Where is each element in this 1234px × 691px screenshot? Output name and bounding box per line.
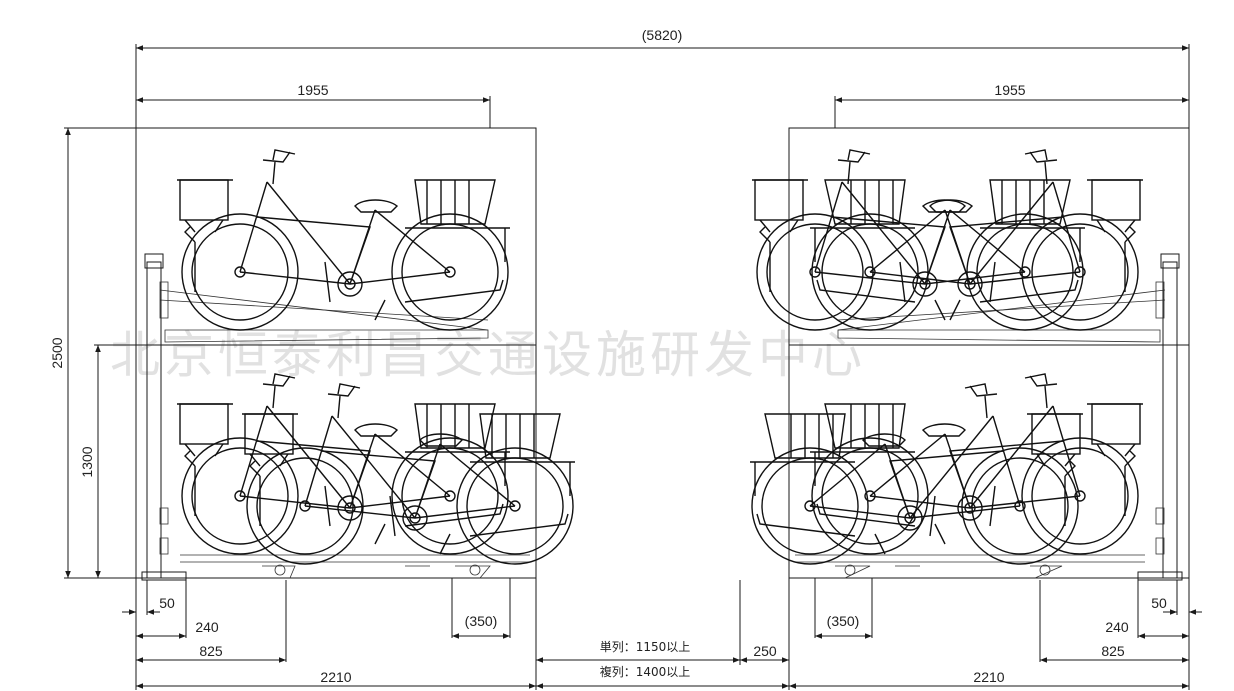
top-left-span-label: 1955: [297, 82, 328, 98]
right-rack: [788, 127, 1190, 581]
single-row-note: 単列：1150以上: [600, 640, 691, 654]
overall-width-label: (5820): [642, 27, 682, 43]
left-lower-bike-back: [176, 373, 511, 555]
double-row-note: 複列：1400以上: [600, 664, 691, 679]
wheel-left-label: 825: [199, 643, 223, 659]
left-rack: [135, 127, 537, 581]
offset-left-label: 240: [195, 619, 219, 635]
offset-right-label: 240: [1105, 619, 1129, 635]
total-height-label: 2500: [49, 337, 65, 368]
left-upper-bike: [176, 149, 511, 331]
post-left-label: 50: [159, 595, 175, 611]
wheel-right-label: 825: [1101, 643, 1125, 659]
rack-right-label: 2210: [973, 669, 1004, 685]
post-right-label: 50: [1151, 595, 1167, 611]
gap-left-label: (350): [465, 613, 498, 629]
top-right-span-label: 1955: [994, 82, 1025, 98]
dimension-lines: [64, 44, 1202, 690]
rack-left-label: 2210: [320, 669, 351, 685]
lower-tier-height-label: 1300: [79, 446, 95, 477]
watermark: 北京恒泰利昌交通设施研发中心: [110, 326, 866, 384]
clearance-label: 250: [753, 643, 777, 659]
gap-right-label: (350): [827, 613, 860, 629]
right-lower-bike-front: [749, 383, 1084, 565]
